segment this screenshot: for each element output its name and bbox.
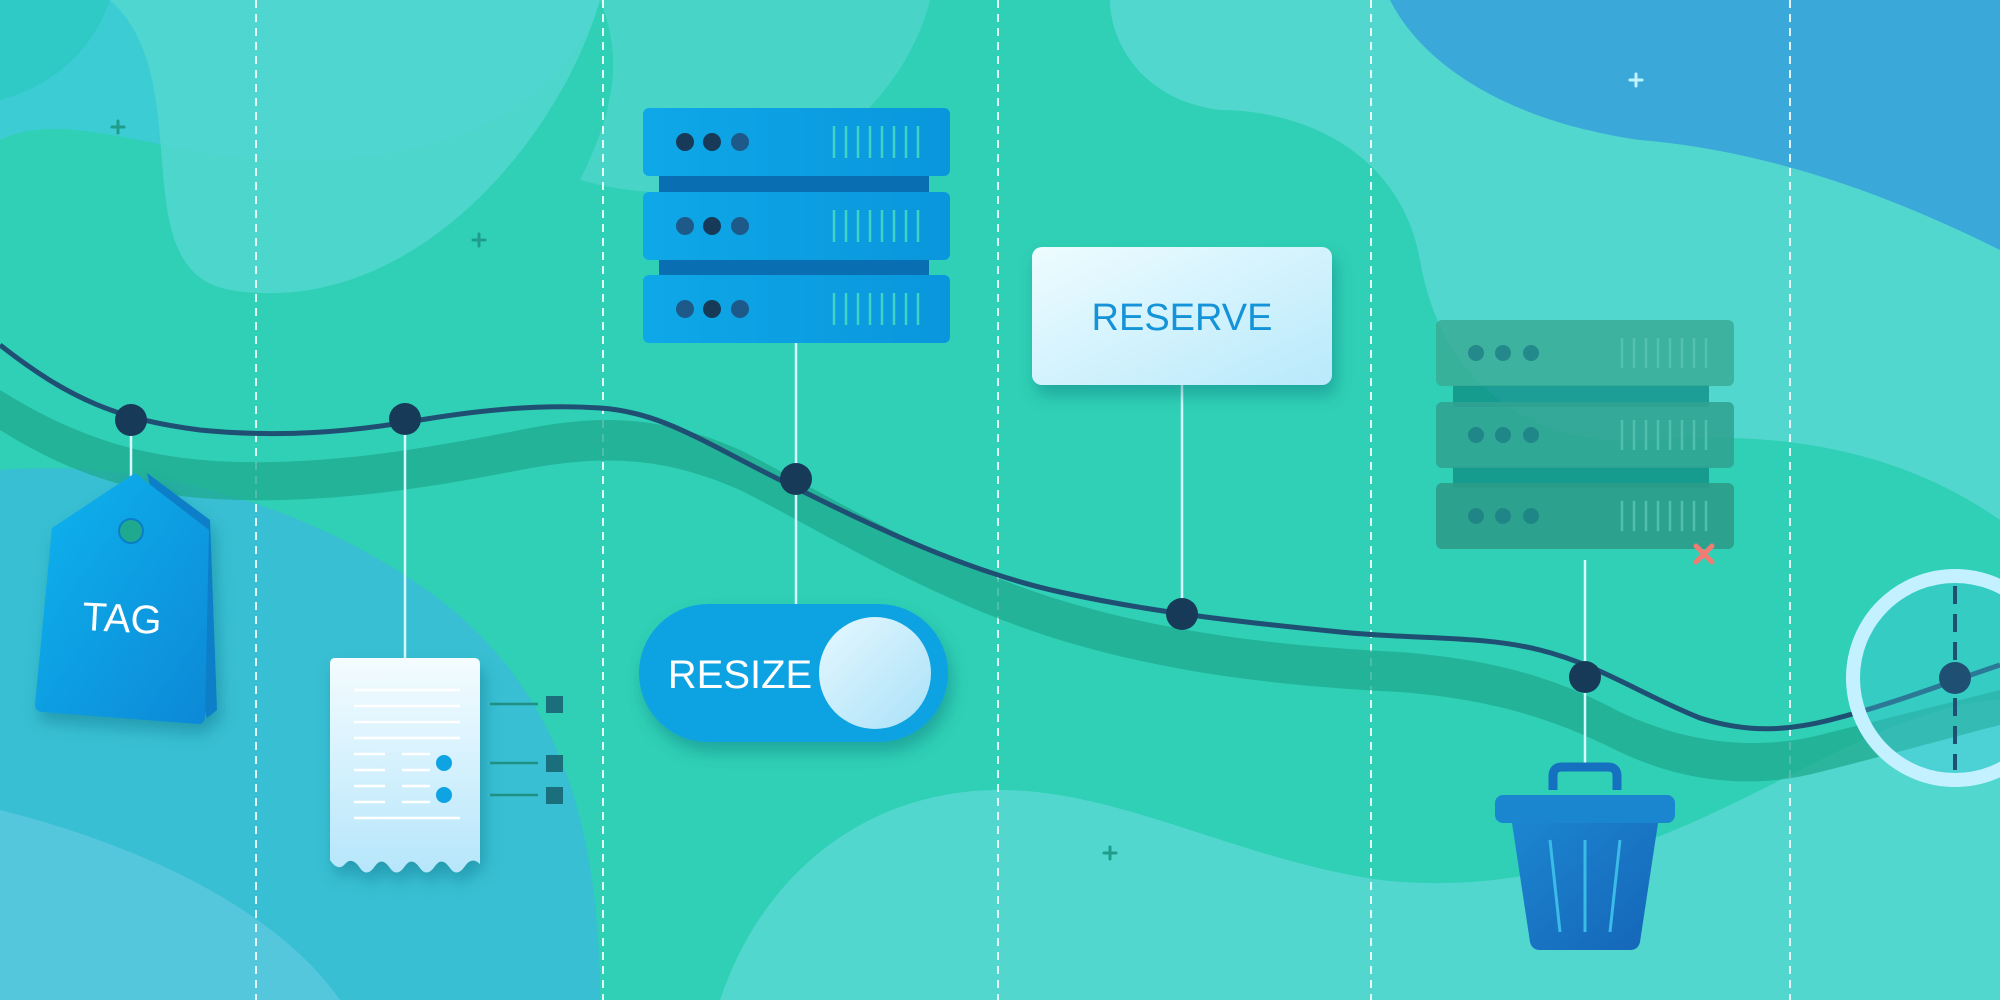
server-stack-icon	[643, 108, 950, 606]
timeline-node	[780, 463, 812, 495]
plus-sparkle-icon	[110, 72, 1644, 861]
reserve-card-icon: RESERVE	[1032, 247, 1332, 614]
server-unit	[643, 108, 950, 176]
timeline-node	[1569, 661, 1601, 693]
faded-server-stack-icon	[1436, 320, 1734, 549]
server-unit	[643, 192, 950, 260]
timeline-node	[115, 404, 147, 436]
reserve-label: RESERVE	[1092, 297, 1273, 339]
toggle-switch-icon: RESIZE	[639, 604, 948, 742]
tag-icon: TAG	[35, 420, 217, 724]
tag-label: TAG	[81, 595, 162, 643]
receipt-icon	[330, 419, 563, 873]
timeline-node	[1166, 598, 1198, 630]
clock-icon	[1846, 569, 2000, 787]
server-unit	[643, 275, 950, 343]
column-dividers	[255, 0, 1791, 1000]
resize-label: RESIZE	[668, 653, 812, 697]
lifecycle-timeline	[0, 343, 2000, 782]
timeline-node	[389, 403, 421, 435]
close-x-icon	[1693, 543, 1715, 565]
